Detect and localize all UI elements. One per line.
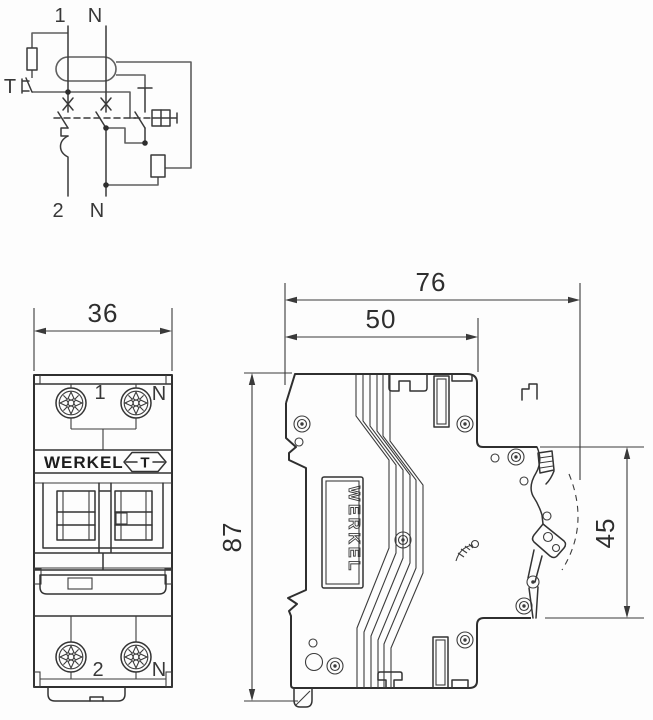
schematic-label-2: 2: [52, 200, 63, 222]
schematic-label-1: 1: [54, 5, 65, 27]
front-marking-window: [33, 567, 173, 595]
front-din-clip[interactable]: [33, 671, 173, 702]
side-holes: [294, 437, 552, 672]
trip-mark-right: [100, 97, 112, 111]
terminal-screw-n-top[interactable]: [120, 387, 152, 419]
rivet: [515, 597, 533, 615]
front-terminal-label-n-top: N: [152, 383, 166, 405]
toroid-transformer: [55, 56, 117, 82]
front-brand-band: WERKEL T: [33, 449, 173, 474]
schematic-label-n-bottom: N: [90, 200, 104, 222]
side-din-clip[interactable]: [293, 687, 313, 708]
test-button-symbol: [21, 77, 33, 94]
relay-coil: [150, 154, 166, 178]
side-latch-depth-label: 45: [590, 518, 620, 549]
front-test-button-label: T: [140, 455, 149, 472]
front-terminal-leads-top: [70, 384, 137, 450]
side-total-depth-label: 76: [416, 267, 447, 297]
side-terminal-slot-top: [433, 375, 450, 428]
side-body-outline: [285, 373, 537, 708]
front-view: 36 1 N WERKEL T: [33, 298, 173, 702]
front-switch-area: [33, 482, 173, 571]
side-dimension-45: 45: [540, 446, 644, 619]
side-toggle-lever[interactable]: [526, 446, 579, 619]
schematic-label-n-top: N: [88, 5, 102, 27]
side-dimension-76: 76: [284, 267, 581, 480]
rivet: [293, 415, 311, 433]
side-terminal-slot-bottom: [432, 636, 449, 689]
front-toggle-left[interactable]: [56, 490, 96, 541]
front-terminal-label-2: 2: [92, 659, 103, 681]
wiring-schematic: 1 N T 2 N: [4, 5, 192, 222]
rivet: [456, 631, 474, 649]
side-brand-plate: WERKEL: [321, 476, 364, 589]
front-body-outline: [33, 374, 173, 688]
side-lever-stop-hook: [521, 383, 538, 401]
front-dimension-36: 36: [33, 298, 173, 371]
rivet: [456, 415, 474, 433]
front-terminal-label-1: 1: [94, 382, 105, 404]
front-toggle-right[interactable]: [114, 490, 153, 541]
rivet: [326, 657, 344, 675]
test-resistor: [26, 47, 38, 71]
front-test-button[interactable]: T: [123, 451, 167, 473]
trip-mark-left: [62, 97, 74, 111]
side-view: 76 50 87 45: [217, 267, 644, 708]
side-case-seams: [355, 375, 424, 688]
side-height-label: 87: [217, 522, 247, 553]
trip-solenoid: [151, 109, 178, 127]
aux-contact: [134, 87, 153, 144]
front-center-column: [98, 482, 112, 553]
side-brand-logo: WERKEL: [345, 486, 362, 573]
front-width-dim-label: 36: [88, 298, 119, 328]
front-terminal-label-n-bottom: N: [152, 659, 166, 681]
front-brand-logo: WERKEL: [44, 453, 124, 472]
side-body-depth-label: 50: [366, 304, 397, 334]
side-spring-detail: [455, 539, 480, 562]
schematic-poles: [21, 25, 178, 197]
lever-travel-arc: [561, 473, 579, 571]
schematic-wires: [31, 32, 192, 186]
terminal-screw-n-bottom[interactable]: [120, 641, 152, 673]
schematic-label-t: T: [4, 76, 16, 98]
terminal-screw-2[interactable]: [55, 641, 87, 673]
front-rating-window: [67, 577, 93, 590]
side-bottom-details: [377, 671, 469, 689]
rivet: [507, 448, 525, 466]
side-dimension-50: 50: [285, 304, 479, 372]
terminal-screw-1[interactable]: [55, 387, 87, 419]
front-top-strip: [33, 375, 173, 385]
side-top-details: [388, 374, 538, 401]
front-bottom-terminals: [33, 615, 173, 679]
side-dimension-87: 87: [217, 372, 298, 702]
